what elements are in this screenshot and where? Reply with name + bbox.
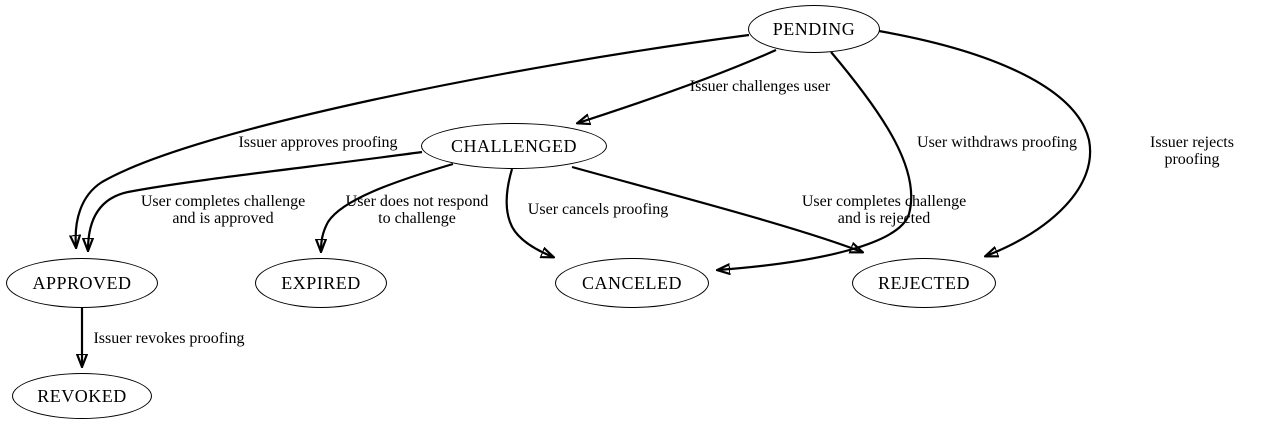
node-pending: PENDING [748,5,880,53]
node-approved: APPROVED [6,258,158,308]
node-challenged: CHALLENGED [421,123,607,169]
edge-label-issuer-rejects-proofing: Issuer rejects proofing [1150,134,1234,168]
edge-label-completes-challenge-rejected: User completes challenge and is rejected [801,193,967,227]
node-canceled: CANCELED [555,258,709,308]
edge-pending-challenged [578,48,777,123]
edge-label-user-cancels-proofing: User cancels proofing [527,201,669,218]
edge-challenged-rejected [571,165,862,252]
node-rejected: REJECTED [852,258,996,308]
node-expired: EXPIRED [255,258,387,308]
edge-challenged-canceled [505,168,553,257]
node-revoked: REVOKED [12,373,152,419]
edge-challenged-expired [321,162,454,251]
edge-label-issuer-approves-proofing: Issuer approves proofing [238,134,398,151]
edge-label-does-not-respond: User does not respond to challenge [345,193,489,227]
edge-pending-canceled [718,51,913,270]
edge-challenged-approved [88,150,423,250]
edge-label-issuer-challenges-user: Issuer challenges user [689,78,831,95]
edge-label-user-withdraws-proofing: User withdraws proofing [917,134,1077,151]
edge-pending-approved [76,33,750,247]
edge-label-issuer-revokes-proofing: Issuer revokes proofing [93,330,245,347]
edge-label-completes-challenge-approved: User completes challenge and is approved [140,193,306,227]
edge-pending-rejected [878,29,1092,256]
